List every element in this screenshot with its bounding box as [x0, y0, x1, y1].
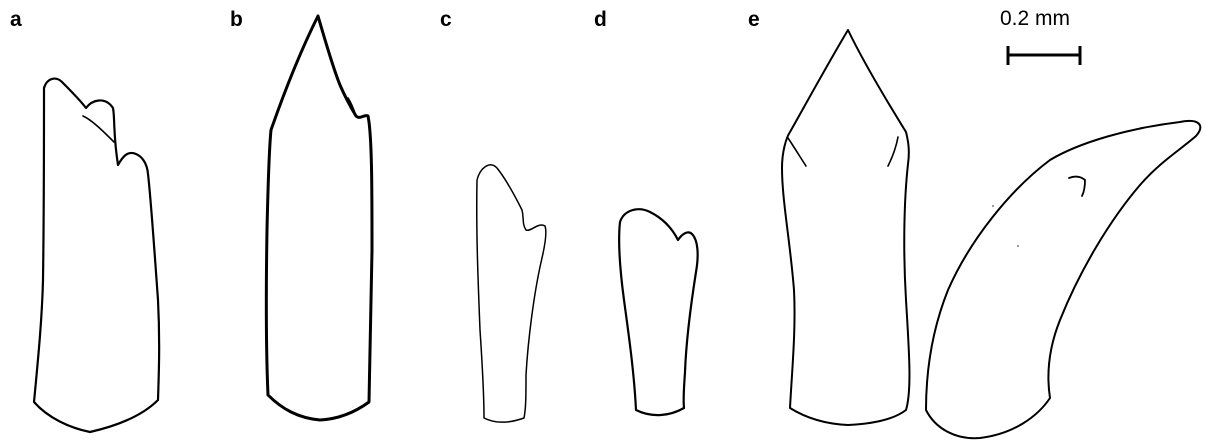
scale-bar — [1008, 46, 1080, 65]
tooth-b — [266, 16, 372, 420]
tooth-e-curved — [926, 121, 1200, 438]
tooth-a — [34, 79, 159, 432]
tooth-d — [619, 209, 697, 415]
tooth-e-straight — [782, 30, 909, 425]
tooth-c — [477, 165, 546, 422]
